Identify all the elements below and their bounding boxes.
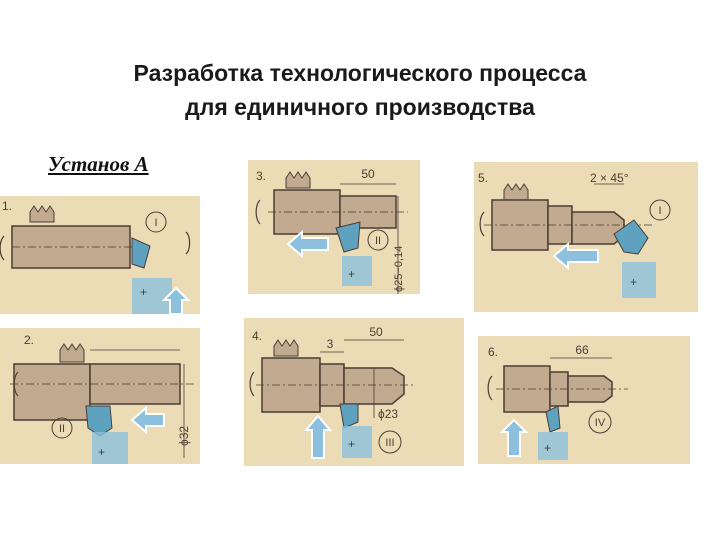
step-6-drawing: 6. 66 + IV [478,336,690,464]
step-1-drawing: 1. + I [0,196,200,314]
step-5-chamfer: 2 × 45° [590,171,629,185]
feed-arrow-icon [130,405,165,435]
tool-holder [132,278,172,314]
rotation-icon [487,375,493,401]
setup-label: Установ А [48,152,149,176]
workpiece-body [13,363,91,421]
step-4-tool-id: III [385,437,394,449]
step-5-drawing: 5. 2 × 45° + I [474,162,698,312]
tool-holder [538,432,568,460]
chuck-jaw-icon [273,339,299,357]
tool-holder [92,432,128,464]
svg-text:+: + [544,441,551,455]
cutting-tool-icon [339,403,359,429]
chuck-jaw-icon [285,171,311,189]
step-4-length-b: 50 [369,325,383,339]
step-4-length-a: 3 [327,337,334,351]
svg-text:+: + [140,285,147,299]
step-4-panel: 4. 3 50 ϕ23 + III [244,318,464,466]
tool-holder [622,262,656,298]
chuck-jaw-icon [59,343,85,363]
svg-text:+: + [98,445,105,459]
feed-arrow-icon [499,418,529,457]
tool-holder [342,426,372,458]
step-5-number: 5. [478,171,488,185]
step-3-diameter: ϕ25−0,14 [393,246,405,292]
rotation-icon [479,211,485,237]
rotation-icon [255,199,261,225]
feed-arrow-icon [161,286,191,314]
rotation-icon [249,371,255,397]
step-2-tool-id: II [59,423,65,435]
rotation-icon [0,235,5,261]
step-1-number: 1. [2,199,12,213]
cutting-tool-icon [545,405,561,433]
title-line-2: для единичного производства [185,94,535,120]
step-5-tool-id: I [658,205,661,217]
step-2-number: 2. [24,333,34,347]
tool-holder [342,256,372,286]
cutting-tool-icon [613,219,649,255]
step-5-panel: 5. 2 × 45° + I [474,162,698,312]
step-3-tool-id: II [375,235,381,247]
step-6-panel: 6. 66 + IV [478,336,690,464]
title-line-1: Разработка технологического процесса [133,60,587,86]
chuck-jaw-icon [503,183,529,201]
step-2-panel: 2. + II ϕ32 [0,328,200,464]
step-4-drawing: 4. 3 50 ϕ23 + III [244,318,464,466]
workpiece-body [503,365,551,413]
step-3-length: 50 [361,167,375,181]
step-1-panel: 1. + I [0,196,200,314]
step-2-drawing: 2. + II ϕ32 [0,328,200,464]
step-4-diameter: ϕ23 [378,407,398,421]
svg-text:+: + [348,437,355,451]
slide-title: Разработка технологического процесса для… [0,56,720,124]
chuck-jaw-icon [29,205,55,223]
workpiece-turned [571,211,625,245]
cutting-tool-icon [335,221,361,253]
feed-arrow-icon [303,414,333,459]
step-3-panel: 3. 50 + II ϕ25−0,14 [248,160,420,294]
workpiece-turned [567,375,613,403]
step-2-diameter: ϕ32 [177,426,191,446]
feed-arrow-icon [552,241,599,271]
feed-arrow-icon [286,229,329,259]
svg-text:+: + [348,267,355,281]
step-4-number: 4. [252,329,262,343]
rotation-icon [13,371,19,397]
step-6-tool-id: IV [595,417,606,429]
step-3-drawing: 3. 50 + II ϕ25−0,14 [248,160,420,294]
step-1-tool-id: I [154,217,157,229]
step-6-length: 66 [575,343,589,357]
cutting-tool-icon [131,237,151,269]
svg-text:+: + [630,275,637,289]
step-3-number: 3. [256,169,266,183]
step-6-number: 6. [488,345,498,359]
